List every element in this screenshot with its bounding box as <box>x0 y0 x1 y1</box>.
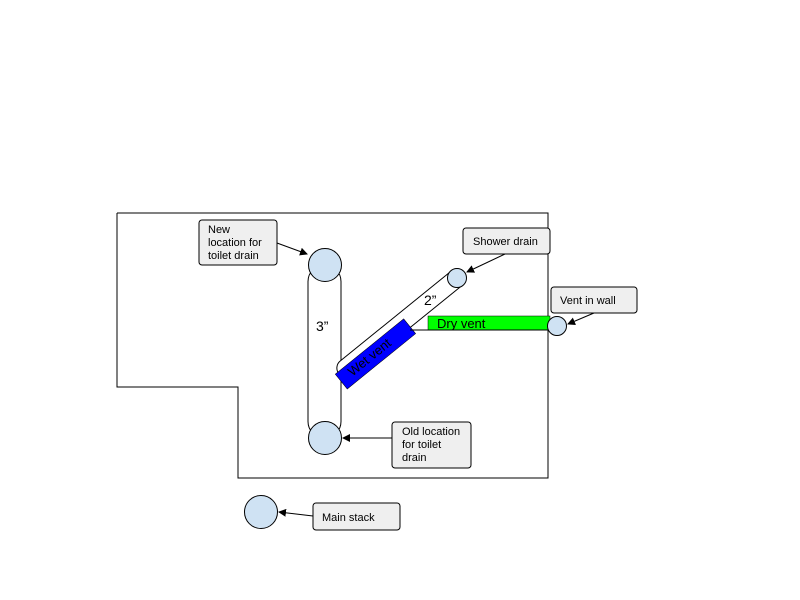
vent-in-wall-circle <box>547 316 567 336</box>
pipe-3in <box>307 264 342 439</box>
pipe-3in-label: 3” <box>316 318 329 334</box>
callout-old-toilet-line3: drain <box>402 452 426 464</box>
callout-vent-in-wall-text: Vent in wall <box>560 295 616 307</box>
room-outline <box>116 212 549 479</box>
main-stack-circle <box>244 495 278 529</box>
callout-vent-in-wall: Vent in wall <box>550 286 638 314</box>
callout-new-toilet-line3: toilet drain <box>208 250 259 262</box>
callout-old-toilet: Old location for toilet drain <box>391 421 472 469</box>
arrow-shower-drain <box>466 253 506 273</box>
callout-old-toilet-line2: for toilet <box>402 439 441 451</box>
shower-drain-circle <box>447 268 467 288</box>
callout-new-toilet: New location for toilet drain <box>198 219 278 266</box>
pipe-2in-label: 2” <box>424 292 437 308</box>
arrow-new-toilet <box>276 242 308 256</box>
arrow-main-stack <box>278 508 314 517</box>
callout-main-stack: Main stack <box>312 502 401 531</box>
callout-new-toilet-line2: location for <box>208 237 262 249</box>
callout-new-toilet-line1: New <box>208 224 230 236</box>
wet-vent-segment <box>334 318 416 390</box>
old-toilet-drain-circle <box>308 421 342 455</box>
dry-vent-label: Dry vent <box>437 316 486 331</box>
callout-shower-drain: Shower drain <box>462 227 551 255</box>
callout-main-stack-text: Main stack <box>322 512 375 524</box>
callout-old-toilet-line1: Old location <box>402 426 460 438</box>
new-toilet-drain-circle <box>308 248 342 282</box>
arrow-vent-in-wall <box>567 312 595 325</box>
callout-shower-drain-text: Shower drain <box>473 236 538 248</box>
